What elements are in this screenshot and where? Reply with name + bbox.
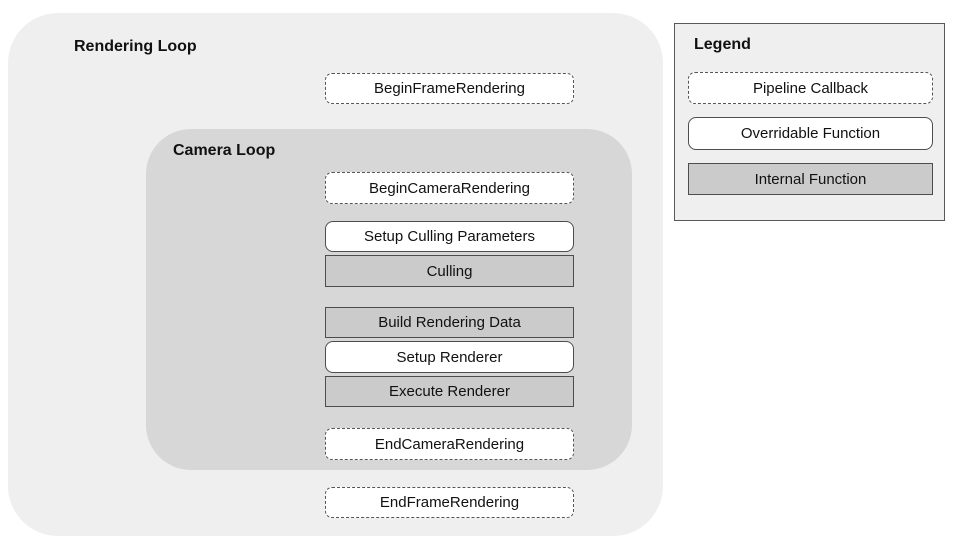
end-camera-rendering-box: EndCameraRendering (325, 428, 574, 460)
end-frame-rendering-box: EndFrameRendering (325, 487, 574, 518)
setup-renderer-box: Setup Renderer (325, 341, 574, 373)
execute-renderer-box: Execute Renderer (325, 376, 574, 407)
setup-culling-parameters-box: Setup Culling Parameters (325, 221, 574, 252)
camera-loop-title: Camera Loop (173, 142, 276, 159)
legend-overridable-function-box: Overridable Function (688, 117, 933, 150)
culling-box: Culling (325, 255, 574, 287)
legend-pipeline-callback-box: Pipeline Callback (688, 72, 933, 104)
begin-camera-rendering-box: BeginCameraRendering (325, 172, 574, 204)
rendering-loop-title: Rendering Loop (74, 38, 197, 55)
legend-title: Legend (694, 36, 751, 53)
build-rendering-data-box: Build Rendering Data (325, 307, 574, 338)
legend-internal-function-box: Internal Function (688, 163, 933, 195)
begin-frame-rendering-box: BeginFrameRendering (325, 73, 574, 104)
